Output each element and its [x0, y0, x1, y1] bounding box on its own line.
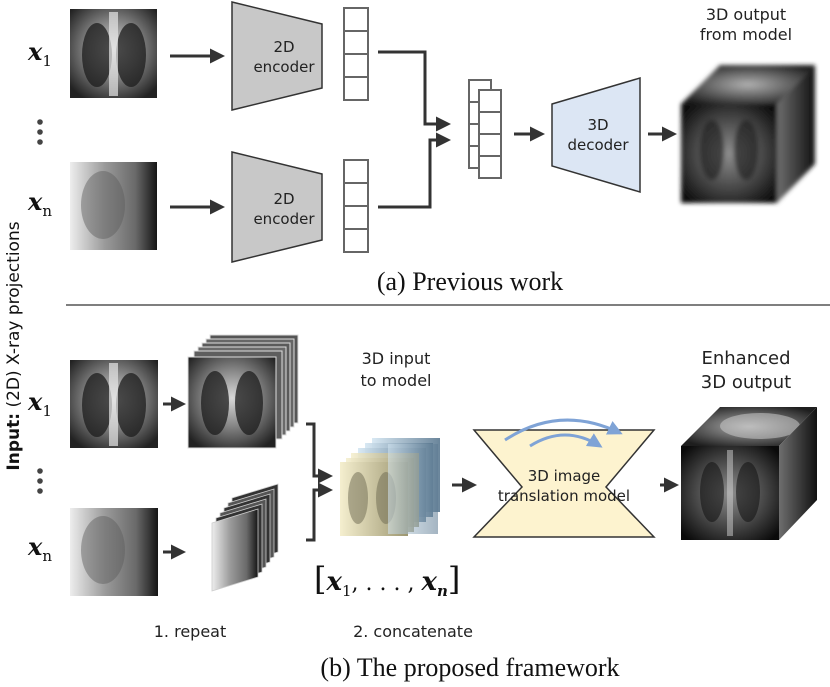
input-line1: 3D input — [362, 349, 431, 368]
bottom-frontal-xray-image — [70, 360, 158, 448]
encoder-1-line1: 2D — [273, 38, 294, 56]
top-merge-line-1 — [378, 50, 451, 132]
step-concatenate: 2. concatenate — [353, 622, 473, 641]
top-output-line2: from model — [700, 25, 792, 44]
top-x1-label: x1 — [27, 37, 52, 70]
model-line2: translation model — [498, 487, 630, 505]
bottom-caption: (b) The proposed framework — [320, 653, 619, 682]
step-repeat: 1. repeat — [154, 622, 227, 641]
enhanced-output-cube — [681, 407, 817, 540]
top-lateral-xray-image — [70, 162, 157, 250]
top-decoder — [551, 76, 641, 194]
input-line2: to model — [361, 371, 432, 390]
top-encoder-2 — [231, 151, 323, 263]
side-label-bold: Input: — [4, 413, 24, 471]
top-caption: (a) Previous work — [377, 267, 563, 296]
model-line1: 3D image — [528, 467, 601, 485]
side-label-rest: (2D) X-ray projections — [4, 221, 24, 413]
bottom-ellipsis — [37, 468, 43, 494]
bottom-xn-label: xn — [27, 532, 52, 565]
bottom-bracket-1 — [306, 422, 333, 484]
decoder-line1: 3D — [587, 116, 608, 134]
translation-model — [472, 429, 656, 538]
encoder-2-line2: encoder — [253, 210, 315, 228]
top-ellipsis — [37, 119, 43, 145]
top-feature-vector-2 — [343, 159, 369, 253]
enhanced-line2: 3D output — [701, 372, 791, 393]
repeated-lateral-stack — [211, 483, 279, 592]
repeated-frontal-stack — [187, 334, 299, 449]
set-notation: [x1, . . . , xn] — [314, 560, 460, 600]
top-output-cube — [681, 65, 815, 203]
top-feature-vector-1 — [343, 7, 369, 101]
decoder-line2: decoder — [567, 136, 629, 154]
top-panel: x1 xn 2D encoder 2D encoder — [27, 1, 815, 296]
bottom-panel: x1 xn — [27, 334, 817, 682]
concatenated-input-stack — [340, 438, 440, 536]
bottom-lateral-xray-image — [70, 508, 158, 596]
encoder-1-line2: encoder — [253, 58, 315, 76]
top-frontal-xray-image — [70, 9, 157, 98]
top-merge-line-2 — [378, 132, 451, 209]
enhanced-line1: Enhanced — [701, 348, 790, 369]
skip-connection-inner — [529, 433, 603, 448]
encoder-2-line1: 2D — [273, 190, 294, 208]
top-xn-label: xn — [27, 187, 52, 220]
side-label: Input: (2D) X-ray projections — [4, 221, 24, 470]
skip-connection-outer — [504, 418, 623, 442]
top-encoder-1 — [231, 1, 323, 111]
bottom-x1-label: x1 — [27, 387, 52, 420]
top-concat-vectors — [468, 79, 502, 179]
top-output-line1: 3D output — [706, 5, 786, 24]
bottom-bracket-2 — [306, 482, 333, 542]
